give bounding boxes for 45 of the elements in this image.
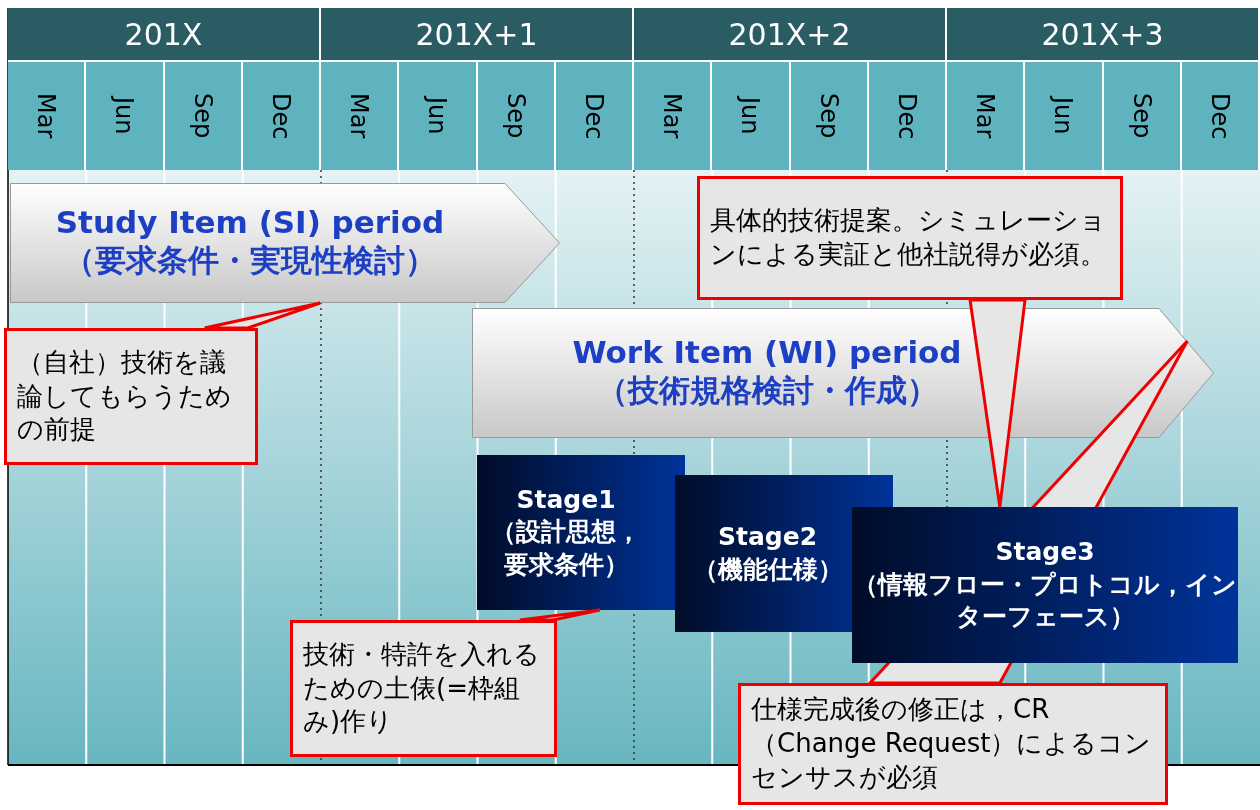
month-header: Jun (712, 60, 791, 170)
stage-description: （設計思想，要求条件） (490, 516, 642, 581)
month-header: Dec (242, 60, 321, 170)
stage-title: Stage2 (717, 521, 818, 553)
period-subtitle: （要求条件・実現性検討） (64, 241, 436, 280)
callout-pointer (866, 339, 1189, 685)
callout-text: 具体的技術提案。シミュレーションによる実証と他社説得が必須。 (710, 204, 1107, 271)
month-header: Mar (947, 60, 1026, 170)
stage-box (852, 507, 1238, 663)
callout-box (697, 176, 1123, 300)
year-header: 201X+2 (634, 8, 947, 60)
period-title: Study Item (SI) period (55, 204, 445, 240)
stage-title: Stage3 (995, 536, 1095, 569)
month-header: Jun (399, 60, 478, 170)
stage-title: Stage1 (516, 483, 616, 516)
month-header: Mar (634, 60, 713, 170)
callout-pointer (968, 298, 1027, 509)
callout-pointer (518, 608, 602, 622)
callout-text: 技術・特許を入れるための土俵(=枠組み)作り (303, 637, 541, 739)
month-header: Sep (164, 60, 243, 170)
month-header: Dec (555, 60, 634, 170)
month-header: Dec (868, 60, 947, 170)
month-header: Sep (790, 60, 869, 170)
month-header: Jun (86, 60, 165, 170)
stage-box (477, 455, 685, 610)
callout-box (738, 683, 1168, 805)
callout-pointer (203, 301, 322, 330)
month-header: Sep (1103, 60, 1182, 170)
period-subtitle: （技術規格検討・作成） (596, 371, 938, 410)
year-header: 201X (8, 8, 321, 60)
month-header: Jun (1025, 60, 1104, 170)
stage-description: （情報フロー・プロトコル，インターフェース） (852, 568, 1238, 634)
period-arrow (10, 183, 560, 303)
period-title: Work Item (WI) period (572, 334, 962, 370)
callout-text: （自社）技術を議論してもらうための前提 (17, 345, 233, 447)
callout-box (290, 620, 557, 757)
callout-box (4, 328, 258, 465)
month-header: Mar (321, 60, 400, 170)
stage-description: （機能仕様） (692, 553, 843, 586)
callout-text: 仕様完成後の修正は，CR（Change Request）によるコンセンサスが必須 (751, 693, 1153, 794)
month-header: Dec (1181, 60, 1260, 170)
month-header: Sep (477, 60, 556, 170)
year-header: 201X+1 (321, 8, 634, 60)
year-header: 201X+3 (947, 8, 1260, 60)
month-header: Mar (8, 60, 87, 170)
